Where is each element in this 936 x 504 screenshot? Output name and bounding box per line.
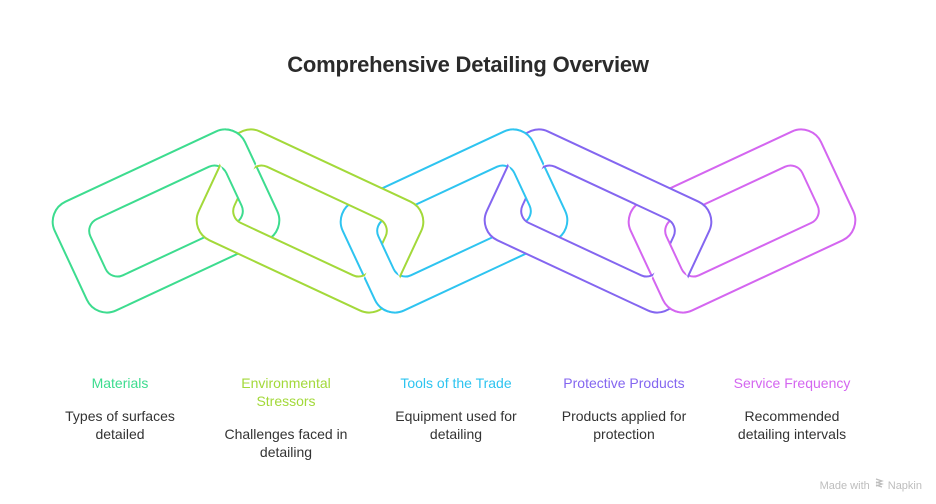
item-description: Products applied for protection	[561, 408, 687, 442]
item-title: Environmental Stressors	[241, 375, 331, 409]
item-description: Types of surfaces detailed	[65, 408, 175, 442]
item-service-frequency: Service Frequency Recommended detailing …	[722, 374, 862, 443]
made-with-napkin-link[interactable]: Made with Napkin	[820, 478, 922, 493]
chain-link-service-frequency	[627, 128, 857, 314]
page-title: Comprehensive Detailing Overview	[287, 52, 649, 77]
item-description: Recommended detailing intervals	[737, 408, 847, 442]
footer-prefix: Made with	[819, 479, 870, 492]
item-title: Tools of the Trade	[400, 375, 512, 391]
item-title: Materials	[91, 375, 149, 391]
item-description: Equipment used for detailing	[395, 408, 517, 442]
chain-links	[51, 128, 857, 314]
item-description: Challenges faced in detailing	[224, 426, 348, 460]
item-title: Service Frequency	[733, 375, 851, 391]
item-tools-of-the-trade: Tools of the Trade Equipment used for de…	[386, 374, 526, 443]
item-title: Protective Products	[563, 375, 685, 391]
chain-link-crossings	[201, 128, 707, 314]
napkin-logo-icon	[874, 478, 884, 493]
item-environmental-stressors: Environmental Stressors Challenges faced…	[216, 374, 356, 461]
item-materials: Materials Types of surfaces detailed	[50, 374, 190, 443]
item-protective-products: Protective Products Products applied for…	[554, 374, 694, 443]
footer-brand: Napkin	[887, 479, 922, 492]
